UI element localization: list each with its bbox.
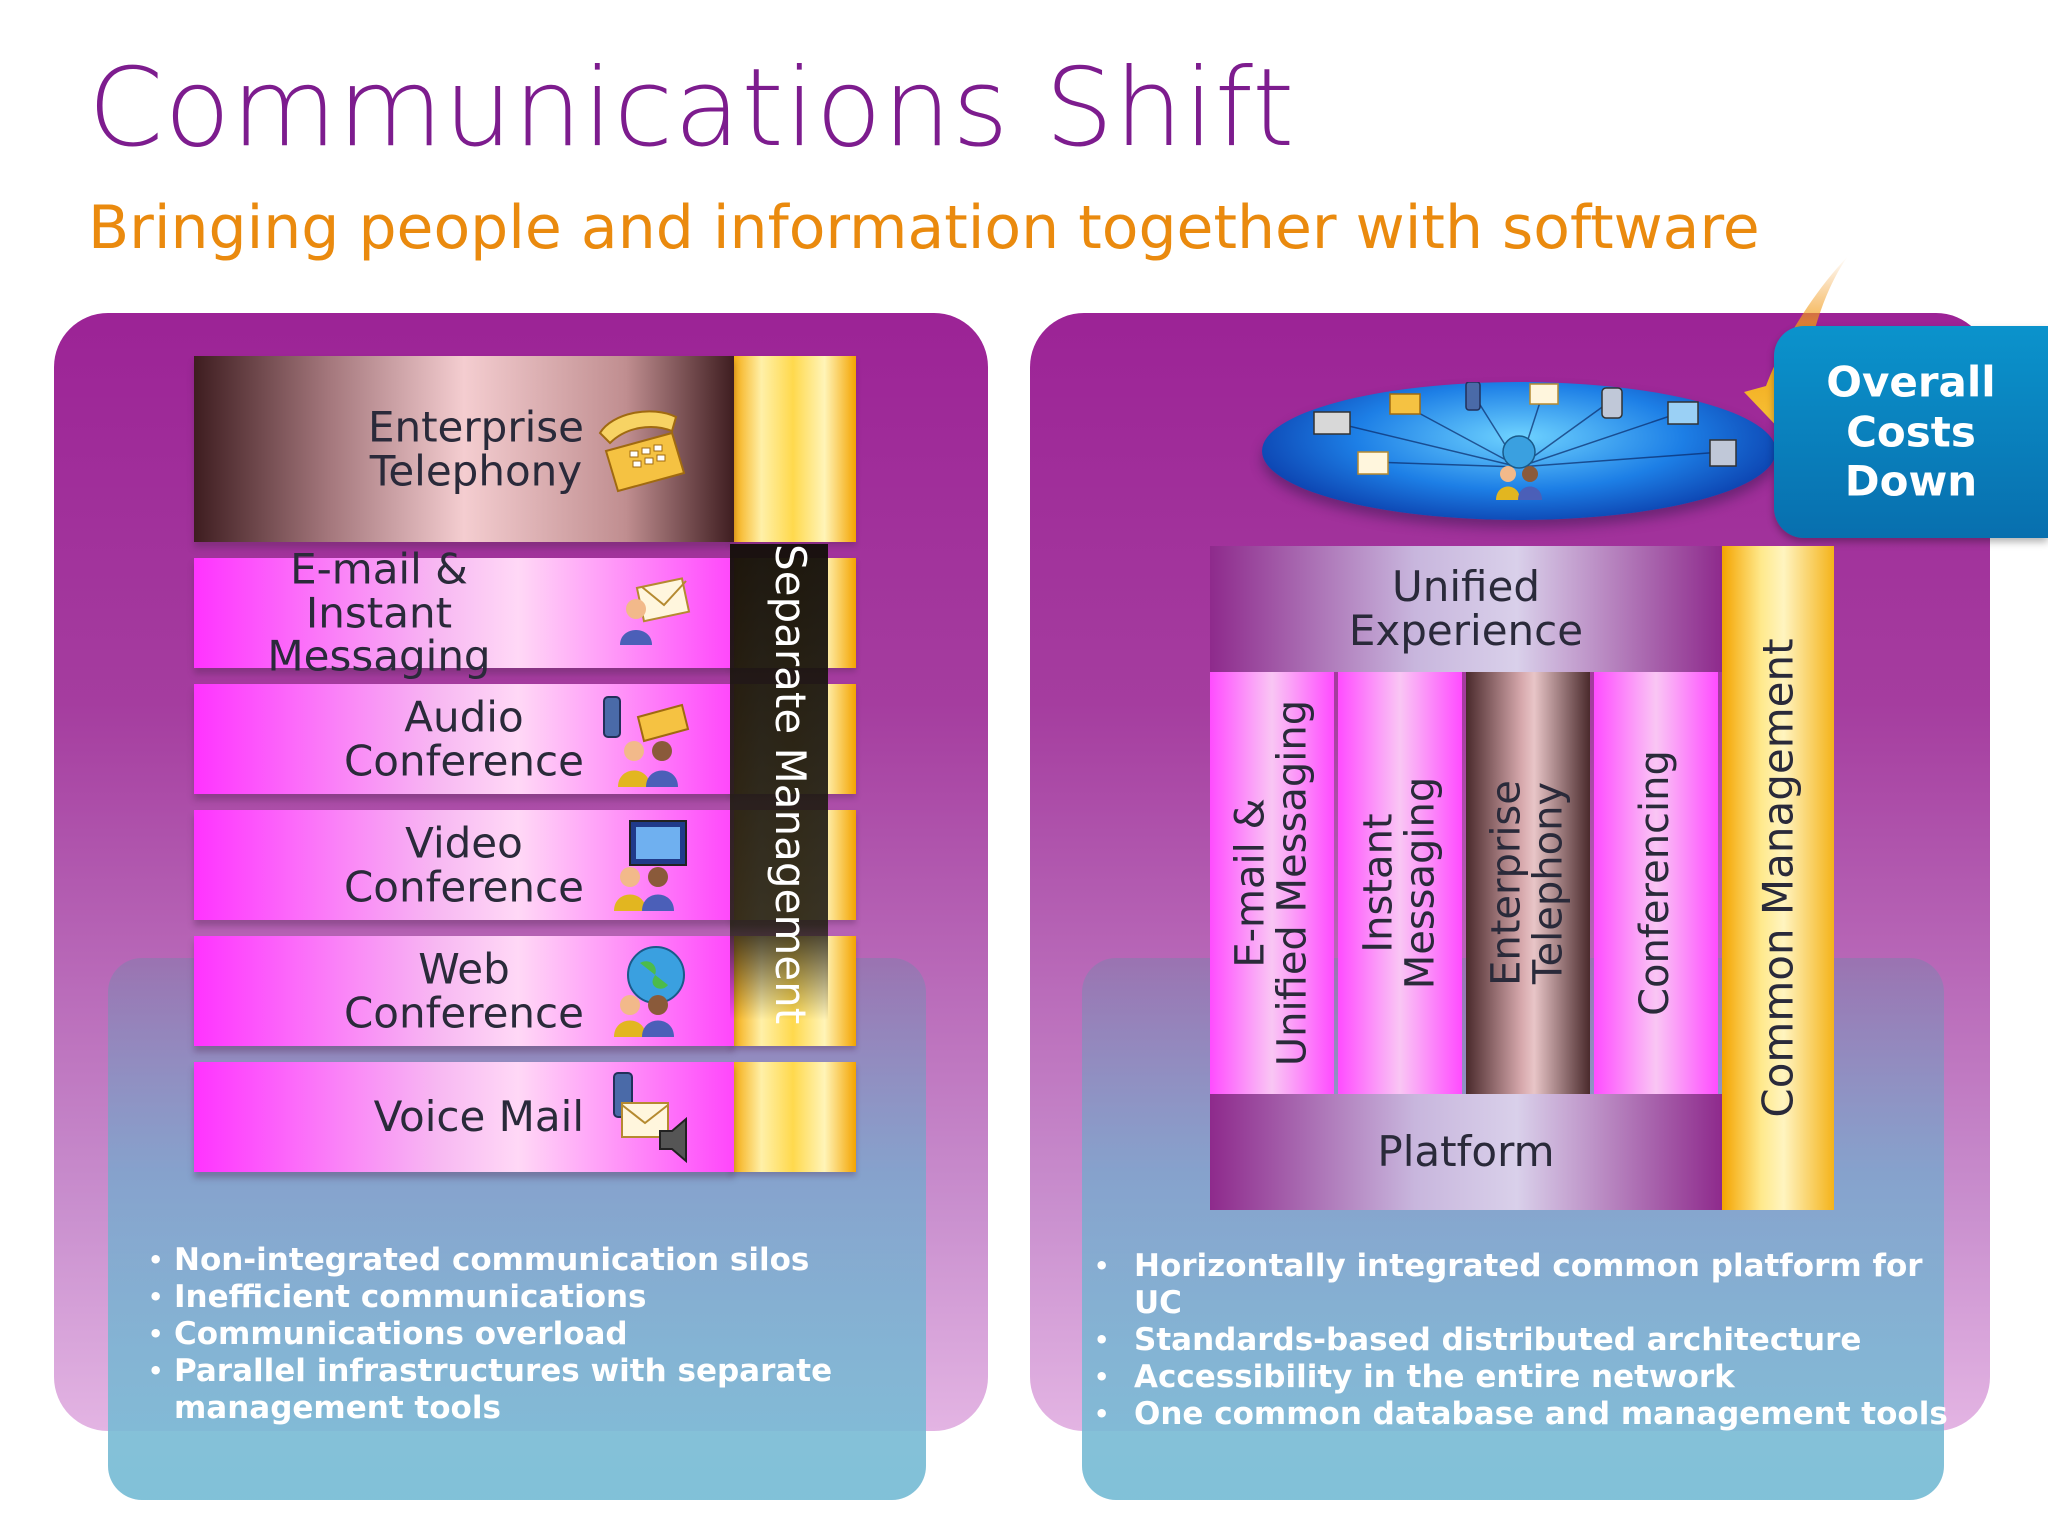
column-label: Unified Messaging xyxy=(1269,699,1315,1067)
separate-management-label: Separate Management xyxy=(766,544,815,1025)
silo-label: Audio xyxy=(404,692,524,742)
column-label: Instant xyxy=(1355,813,1402,953)
list-item: Standards-based distributed architecture xyxy=(1094,1322,1974,1359)
callout-label: Overall xyxy=(1826,357,1996,407)
callout-label: Costs xyxy=(1846,407,1976,457)
list-item: Communications overload xyxy=(148,1316,888,1353)
list-item: One common database and management tools xyxy=(1094,1396,1974,1433)
silo-label: Voice Mail xyxy=(373,1092,584,1142)
audio-conference-icon xyxy=(603,696,690,787)
silo-label: Conference xyxy=(343,988,584,1037)
column-email-unified-messaging: E-mail & Unified Messaging xyxy=(1210,672,1334,1094)
column-enterprise-telephony: Enterprise Telephony xyxy=(1466,672,1590,1094)
platform-block: Platform xyxy=(1210,1094,1722,1210)
list-item: Inefficient communications xyxy=(148,1279,888,1316)
block-label: Experience xyxy=(1348,606,1584,655)
telephone-icon xyxy=(598,410,686,493)
unified-experience-block: Unified Experience xyxy=(1210,546,1722,672)
silo-email-im: E-mail & Instant Messaging xyxy=(194,547,734,678)
silo-label: Conference xyxy=(343,862,584,911)
column-conferencing: Conferencing xyxy=(1594,672,1718,1094)
list-item: Horizontally integrated common platform … xyxy=(1094,1248,1974,1322)
silo-enterprise-telephony: Enterprise Telephony xyxy=(194,356,734,542)
silo-label: Video xyxy=(405,818,523,868)
management-segment xyxy=(730,1062,856,1172)
silo-voice-mail: Voice Mail xyxy=(194,1062,734,1172)
right-bullet-list: Horizontally integrated common platform … xyxy=(1094,1248,1974,1433)
column-label: Enterprise xyxy=(1483,780,1530,986)
block-label: Unified xyxy=(1392,561,1540,611)
list-item: Accessibility in the entire network xyxy=(1094,1359,1974,1396)
left-bullet-list: Non-integrated communication silos Ineff… xyxy=(148,1242,888,1427)
silo-label: Enterprise xyxy=(367,402,584,452)
overall-costs-down-callout: Overall Costs Down xyxy=(1774,326,2048,538)
silo-label: Instant Messaging xyxy=(267,588,491,681)
voice-mail-icon xyxy=(613,1072,687,1164)
silo-label: Conference xyxy=(343,736,584,785)
callout-label: Down xyxy=(1844,456,1978,506)
page-title: Communications Shift xyxy=(88,46,1296,171)
list-item: Parallel infrastructures with separate m… xyxy=(148,1353,888,1427)
column-label: Telephony xyxy=(1525,781,1571,985)
silo-label: Telephony xyxy=(369,446,583,495)
silo-label: E-mail & xyxy=(290,544,468,594)
silo-video-conference: Video Conference xyxy=(194,810,734,920)
network-oval xyxy=(1262,381,1776,520)
column-label: Conferencing xyxy=(1632,750,1679,1016)
web-conference-icon xyxy=(614,946,685,1037)
page-subtitle: Bringing people and information together… xyxy=(88,193,1760,263)
network-devices-icon xyxy=(1313,381,1737,500)
email-messaging-icon xyxy=(620,577,691,645)
column-label: Messaging xyxy=(1397,776,1443,990)
separate-management-bar xyxy=(730,544,828,1020)
silo-audio-conference: Audio Conference xyxy=(194,684,734,794)
video-conference-icon xyxy=(614,820,687,911)
common-management-bar: Common Management xyxy=(1722,546,1834,1210)
column-label: E-mail & xyxy=(1227,798,1274,968)
block-label: Platform xyxy=(1377,1126,1555,1176)
silo-web-conference: Web Conference xyxy=(194,936,734,1046)
common-management-label: Common Management xyxy=(1753,638,1803,1118)
silo-label: Web xyxy=(418,944,510,994)
management-segment xyxy=(730,356,856,542)
list-item: Non-integrated communication silos xyxy=(148,1242,888,1279)
column-instant-messaging: Instant Messaging xyxy=(1338,672,1462,1094)
